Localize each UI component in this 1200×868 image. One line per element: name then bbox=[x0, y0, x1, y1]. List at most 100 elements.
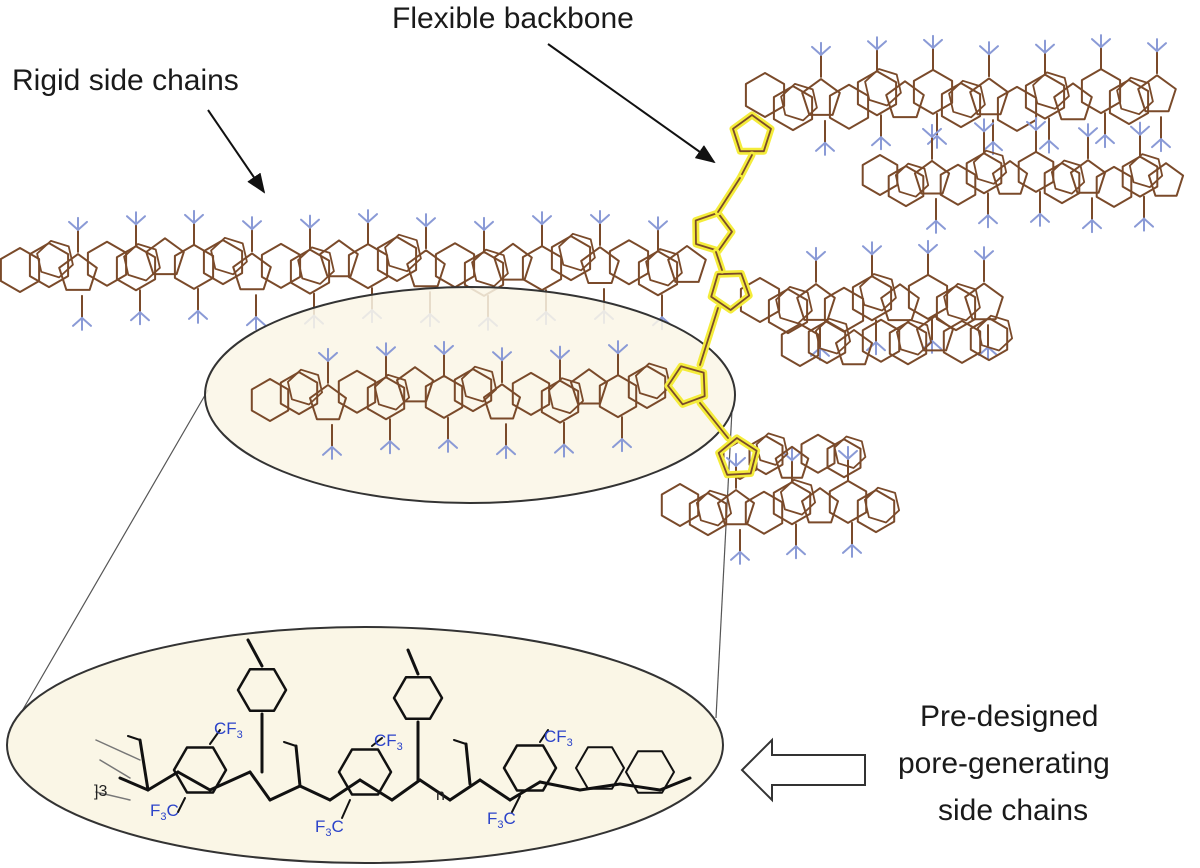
methyl-tip bbox=[922, 127, 933, 138]
chem-bond bbox=[248, 770, 272, 802]
six-ring bbox=[942, 319, 982, 364]
stacked-ring bbox=[864, 68, 902, 107]
chem-bond bbox=[539, 729, 549, 743]
chem-bond bbox=[371, 737, 383, 747]
stacked-ring bbox=[1116, 76, 1154, 116]
methyl-tip bbox=[367, 213, 378, 224]
methyl-tip bbox=[978, 214, 989, 225]
six-ring bbox=[434, 242, 476, 289]
methyl-tip bbox=[416, 217, 427, 228]
six-ring bbox=[86, 240, 128, 287]
rigid-side-chains-arrow bbox=[207, 109, 266, 194]
methyl-tip bbox=[438, 438, 449, 449]
methyl-tip bbox=[443, 344, 454, 355]
methyl-tip bbox=[447, 438, 458, 449]
stacked-ring bbox=[384, 233, 422, 273]
six-ring bbox=[965, 152, 1003, 195]
methyl-tip bbox=[1030, 212, 1041, 223]
backbone-ring-core bbox=[732, 114, 772, 153]
methyl-tip bbox=[1091, 219, 1102, 230]
chem-bond bbox=[177, 797, 186, 813]
methyl-tip bbox=[871, 245, 882, 256]
methyl-tip bbox=[1087, 127, 1098, 138]
methyl-tip bbox=[1156, 42, 1167, 53]
zoom-line-right bbox=[715, 409, 733, 719]
chem-bond bbox=[246, 638, 264, 668]
stacked-ring bbox=[859, 273, 897, 312]
stacked-ring bbox=[1032, 71, 1070, 110]
six-ring bbox=[550, 235, 592, 282]
chem-bond bbox=[118, 776, 150, 792]
methyl-tip bbox=[806, 250, 817, 261]
stacked-ring bbox=[460, 365, 498, 403]
chem-bond bbox=[448, 778, 482, 802]
stacked-ring bbox=[780, 478, 816, 516]
methyl-tip bbox=[1151, 138, 1162, 149]
stacked-ring bbox=[36, 239, 74, 279]
methyl-tip bbox=[838, 449, 849, 460]
methyl-tip bbox=[608, 344, 619, 355]
methyl-tip bbox=[974, 250, 985, 261]
stacked-ring bbox=[210, 236, 248, 276]
methyl-tip bbox=[987, 346, 998, 357]
chem-bond bbox=[358, 778, 394, 802]
zoom-line-left bbox=[17, 389, 209, 719]
chain-end-stub bbox=[99, 759, 131, 779]
stacked-ring bbox=[972, 149, 1008, 185]
stacked-ring bbox=[815, 317, 851, 355]
methyl-tip bbox=[726, 456, 737, 467]
backbone-link-core bbox=[699, 402, 729, 439]
six-ring bbox=[608, 239, 650, 286]
chem-bond bbox=[138, 738, 150, 792]
six-ring bbox=[828, 479, 868, 524]
methyl-tip bbox=[1160, 138, 1171, 149]
methyl-tip bbox=[1143, 217, 1154, 228]
methyl-tip bbox=[1100, 38, 1111, 49]
six-ring bbox=[1017, 150, 1055, 193]
six-ring bbox=[780, 323, 820, 367]
chem-bond bbox=[453, 739, 467, 745]
six-ring bbox=[660, 483, 700, 527]
six-ring bbox=[887, 165, 925, 208]
methyl-tip bbox=[795, 545, 806, 556]
methyl-tip bbox=[1147, 42, 1158, 53]
stacked-ring bbox=[864, 486, 900, 524]
methyl-tip bbox=[188, 309, 199, 320]
backbone-ring-core bbox=[667, 365, 706, 406]
chemical-structure bbox=[95, 638, 692, 819]
six-ring bbox=[1095, 165, 1133, 208]
stacked-ring bbox=[833, 435, 867, 469]
five-ring bbox=[964, 282, 1004, 321]
cf3-label-3: CF3 bbox=[544, 727, 573, 749]
methyl-tip bbox=[983, 122, 994, 133]
cf3-label-1: CF3 bbox=[214, 719, 243, 741]
stacked-ring bbox=[558, 232, 596, 272]
stacked-ring bbox=[948, 79, 986, 119]
six-ring bbox=[912, 68, 954, 115]
methyl-tip bbox=[126, 215, 137, 226]
benzene-ring bbox=[337, 748, 393, 796]
methyl-tip bbox=[541, 215, 552, 226]
backbone-link-core bbox=[717, 177, 741, 213]
methyl-tip bbox=[331, 445, 342, 456]
six-ring bbox=[826, 438, 862, 479]
stacked-ring bbox=[780, 83, 818, 122]
chem-bond bbox=[478, 778, 512, 802]
benzene-ring bbox=[236, 667, 288, 713]
methyl-tip bbox=[318, 351, 329, 362]
methyl-tip bbox=[811, 45, 822, 56]
stacked-ring bbox=[977, 314, 1013, 352]
methyl-tip bbox=[923, 38, 934, 49]
five-ring bbox=[483, 383, 521, 420]
methyl-tip bbox=[139, 311, 150, 322]
methyl-tip bbox=[931, 127, 942, 138]
five-ring bbox=[916, 315, 954, 352]
six-ring bbox=[366, 376, 406, 421]
six-ring bbox=[688, 492, 728, 537]
flexible-backbone-label: Flexible backbone bbox=[392, 2, 634, 35]
six-ring bbox=[250, 378, 290, 422]
methyl-tip bbox=[550, 349, 561, 360]
pre-designed-label-line2: pore-generating bbox=[898, 747, 1110, 780]
methyl-tip bbox=[739, 550, 750, 561]
f3c-label-3: F3C bbox=[487, 809, 516, 831]
